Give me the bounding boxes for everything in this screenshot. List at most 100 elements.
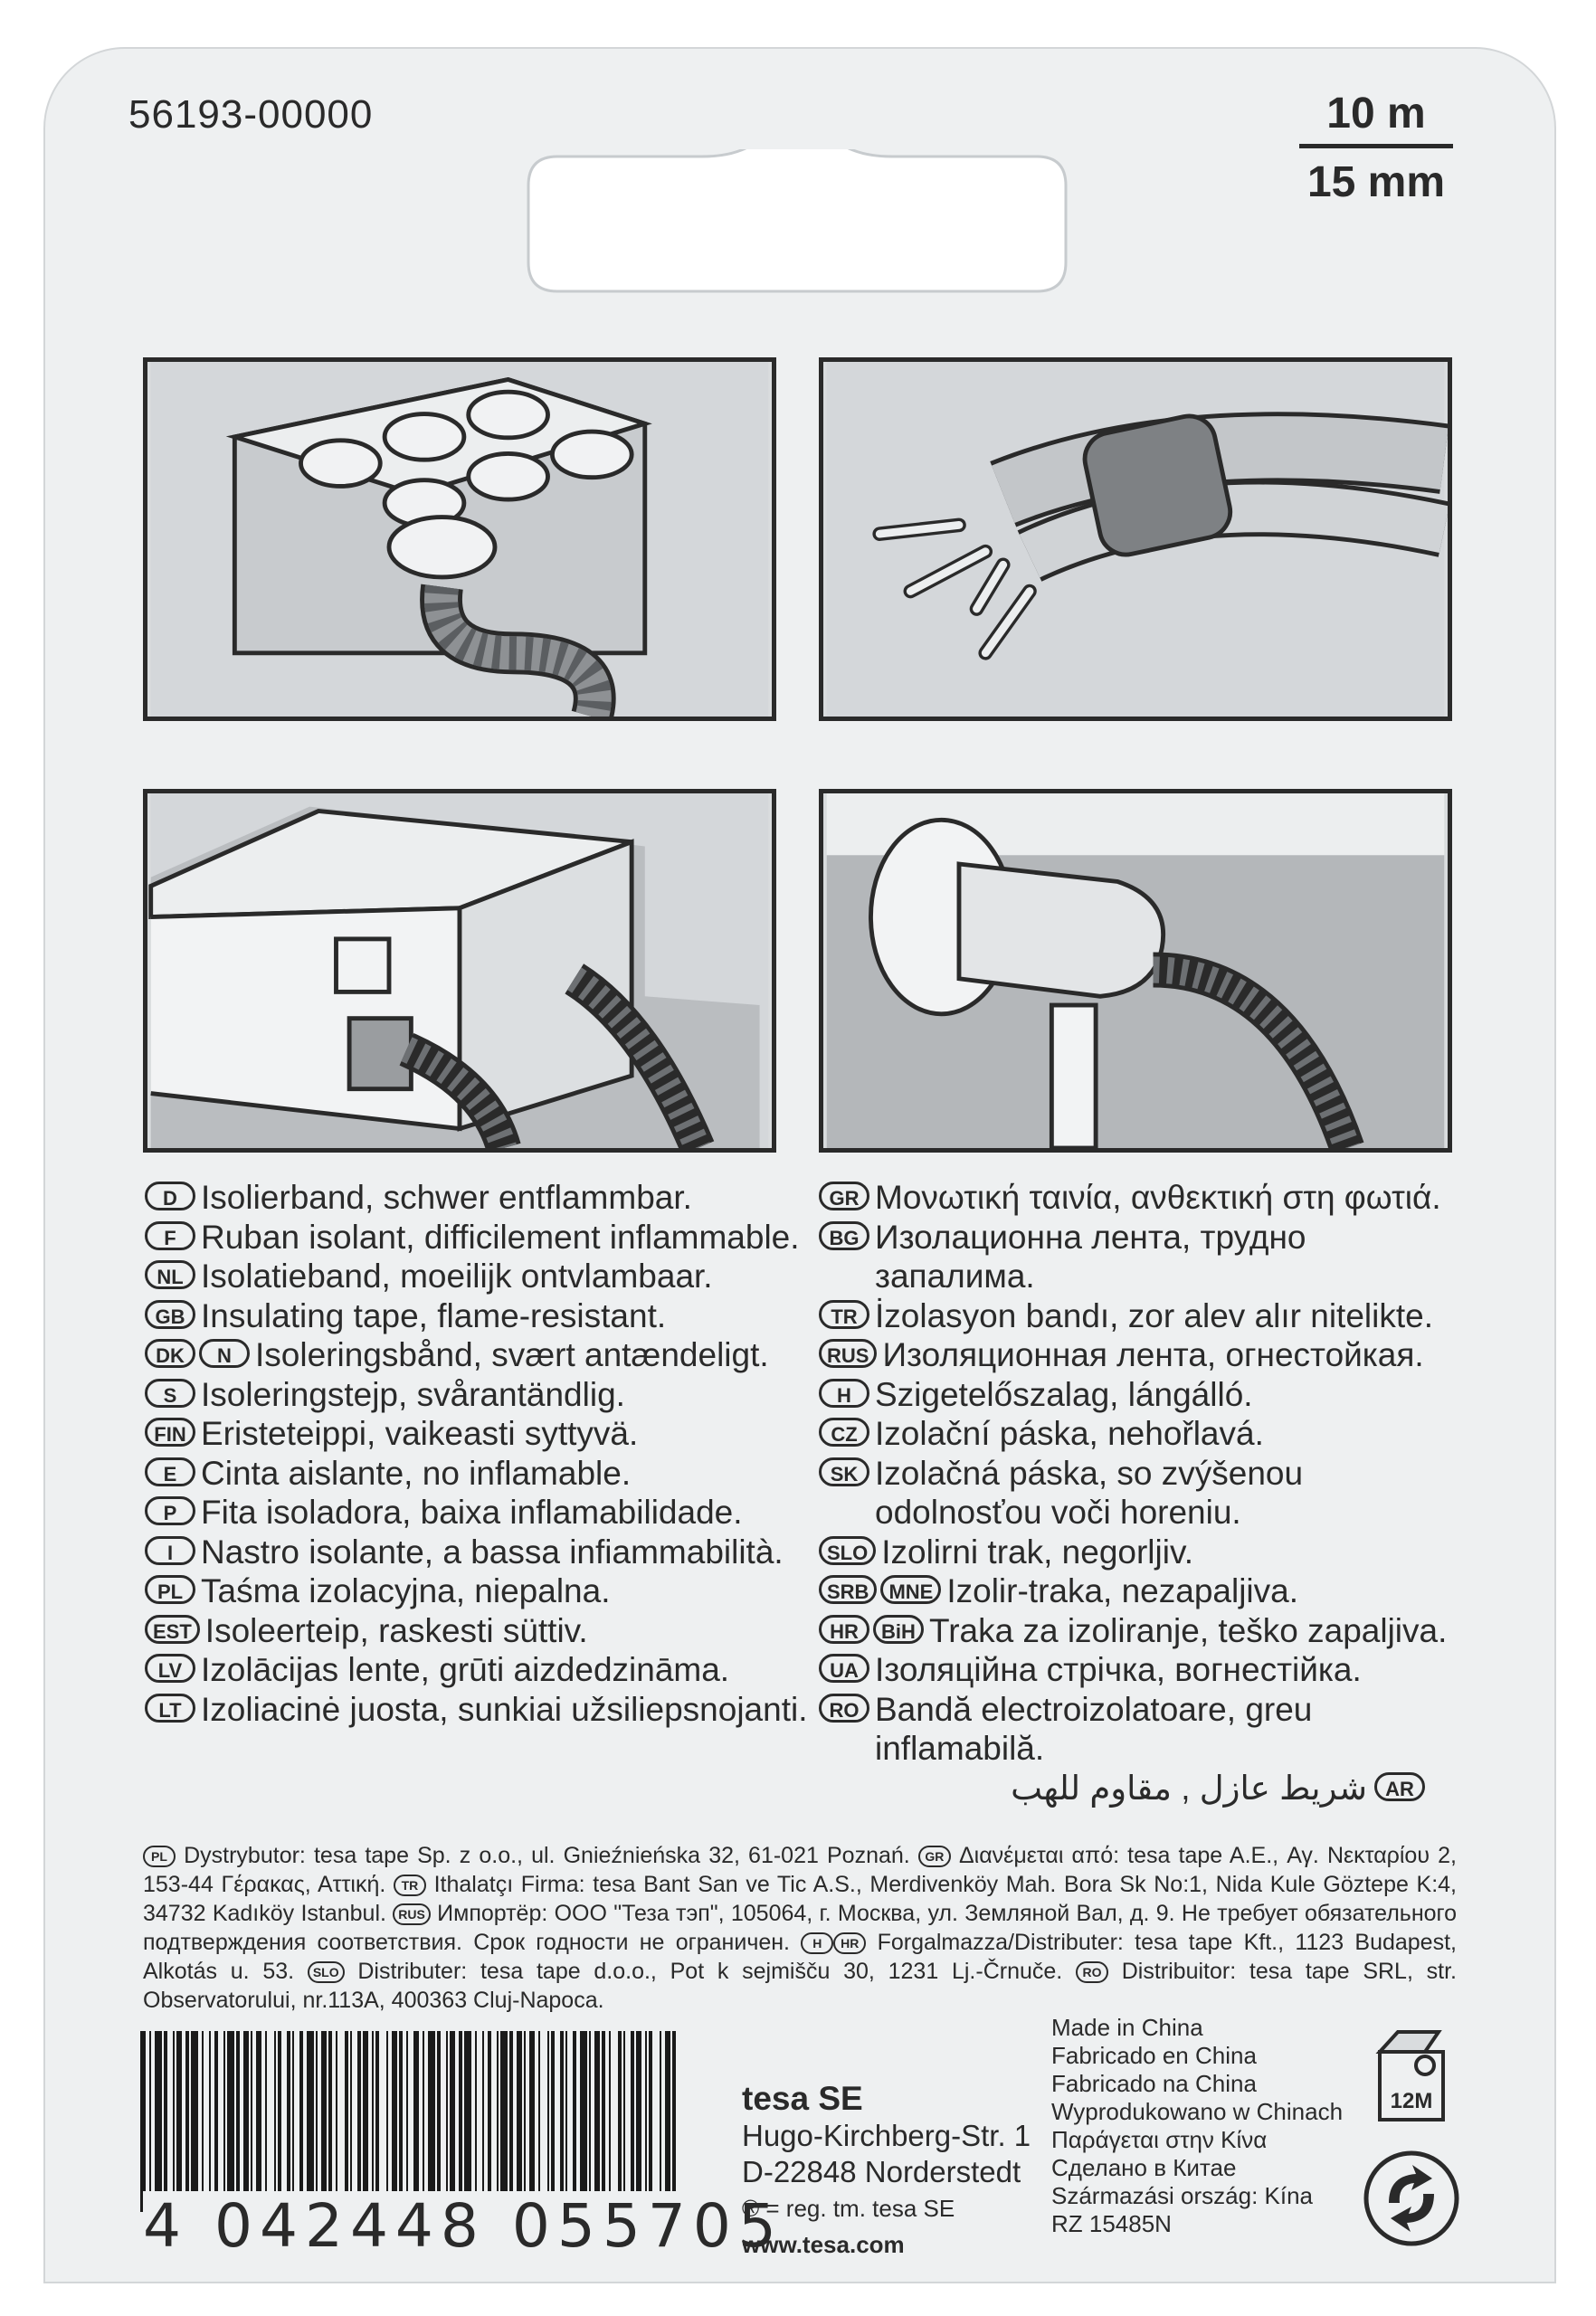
- distributor-text: Импортёр: ООО "Теза тэп", 105064, г. Мос…: [143, 1901, 1458, 1955]
- country-badge: RO: [1076, 1961, 1108, 1983]
- barcode-bar: [500, 2031, 508, 2212]
- cable-bundle-icon: [819, 357, 1452, 721]
- barcode-bar: [482, 2031, 484, 2212]
- barcode-bar: [164, 2031, 167, 2212]
- language-badge: EST: [145, 1614, 200, 1644]
- language-text: Izoliacinė juosta, sunkiai užsiliepsnoja…: [201, 1690, 808, 1728]
- language-badge: F: [145, 1220, 195, 1250]
- barcode-bar: [209, 2031, 211, 2212]
- company-address: tesa SE Hugo-Kirchberg-Str. 1 D-22848 No…: [742, 2081, 1031, 2263]
- country-badge: GR: [917, 1846, 951, 1867]
- tape-dimensions: 10 m 15 mm: [1299, 89, 1453, 207]
- made-in-line: Made in China: [1051, 2014, 1203, 2041]
- language-badge: LT: [145, 1693, 195, 1723]
- language-text: Fita isoladora, baixa inflamabilidade.: [201, 1494, 743, 1531]
- distributor-text: Διανέμεται από: tesa tape A.E., Αγ. Νεκτ…: [143, 1843, 1457, 1897]
- distributor-text: Distributer: tesa tape d.o.o., Pot k sej…: [357, 1959, 1063, 1984]
- barcode-bar: [185, 2031, 189, 2212]
- barcode-bar: [428, 2031, 435, 2212]
- made-in-list: Made in China Fabricado en China Fabrica…: [1051, 2014, 1343, 2238]
- made-in-line: Származási ország: Kína: [1051, 2182, 1314, 2209]
- country-badge: TR: [393, 1875, 426, 1896]
- language-badge: H: [819, 1378, 869, 1408]
- barcode-bar: [321, 2031, 327, 2212]
- barcode-bar: [509, 2031, 513, 2212]
- shelf-life-label: 12M: [1391, 2089, 1433, 2113]
- language-badge: AR: [1374, 1771, 1425, 1801]
- made-in-line: RZ 15485N: [1051, 2210, 1172, 2237]
- language-text: Szigetelőszalag, lángálló.: [875, 1375, 1253, 1413]
- barcode-bar: [251, 2031, 252, 2212]
- barcode-bar: [529, 2031, 535, 2212]
- barcode-bar: [140, 2031, 146, 2212]
- barcode-bar: [623, 2031, 625, 2212]
- language-text: Izolační páska, nehořlavá.: [875, 1415, 1264, 1452]
- language-badge: N: [199, 1339, 250, 1368]
- barcode-bar: [336, 2031, 337, 2212]
- country-badge: HR: [833, 1932, 867, 1954]
- language-text: Traka za izoliranje, teško zapaljiva.: [929, 1611, 1448, 1649]
- language-badge: LV: [145, 1654, 195, 1683]
- barcode-bar: [660, 2031, 661, 2212]
- barcode-bar: [406, 2031, 408, 2212]
- barcode-bar: [618, 2031, 622, 2212]
- language-text: Isolatieband, moeilijk ontvlambaar.: [201, 1258, 713, 1295]
- language-badge: SRB: [819, 1575, 878, 1604]
- tape-width: 15 mm: [1306, 158, 1446, 206]
- language-badge: PL: [145, 1575, 195, 1604]
- barcode-bar: [155, 2031, 162, 2212]
- language-badge: P: [145, 1496, 195, 1525]
- language-text: Izolir-traka, nezapaljiva.: [946, 1572, 1299, 1609]
- barcode-bar: [214, 2031, 218, 2212]
- language-badge: E: [145, 1457, 195, 1486]
- language-badge: I: [145, 1535, 195, 1565]
- barcode-bar: [459, 2031, 462, 2212]
- barcode-bar: [176, 2031, 182, 2212]
- barcode-bar: [551, 2031, 555, 2212]
- barcode-bar: [316, 2031, 318, 2212]
- barcode-bar: [357, 2031, 361, 2212]
- barcode-bar: [202, 2031, 204, 2212]
- language-text: Taśma izolacyjna, niepalna.: [201, 1572, 611, 1609]
- language-badge: UA: [819, 1654, 869, 1683]
- barcode-bar: [645, 2031, 647, 2212]
- barcode-bar: [560, 2031, 564, 2212]
- barcode-bar: [450, 2031, 455, 2212]
- barcode-bar: [223, 2031, 225, 2212]
- company-name: tesa SE: [742, 2080, 863, 2117]
- device-cable-icon: [143, 789, 776, 1153]
- language-text: Izolācijas lente, grūti aizdedzināma.: [201, 1651, 730, 1688]
- barcode-bar: [573, 2031, 576, 2212]
- language-text: شريط عازل , مقاوم للهب: [1011, 1769, 1367, 1807]
- barcode-bar: [375, 2031, 379, 2212]
- barcode-bar: [399, 2031, 403, 2212]
- language-text: Isoleerteip, raskesti süttiv.: [204, 1611, 588, 1649]
- language-text: Ruban isolant, difficilement inflammable…: [201, 1218, 800, 1256]
- barcode-bar: [392, 2031, 397, 2212]
- language-text: Nastro isolante, a bassa infiammabilità.: [201, 1533, 784, 1571]
- company-city: D-22848 Norderstedt: [742, 2155, 1021, 2188]
- barcode-bar: [565, 2031, 567, 2212]
- language-text: Bandă electroizolatoare, greu inflamabil…: [875, 1690, 1313, 1768]
- language-text: Isoleringstejp, svårantändlig.: [201, 1375, 625, 1413]
- barcode-bar: [149, 2031, 151, 2212]
- barcode-bar: [497, 2031, 499, 2212]
- language-text: Insulating tape, flame-resistant.: [201, 1296, 667, 1334]
